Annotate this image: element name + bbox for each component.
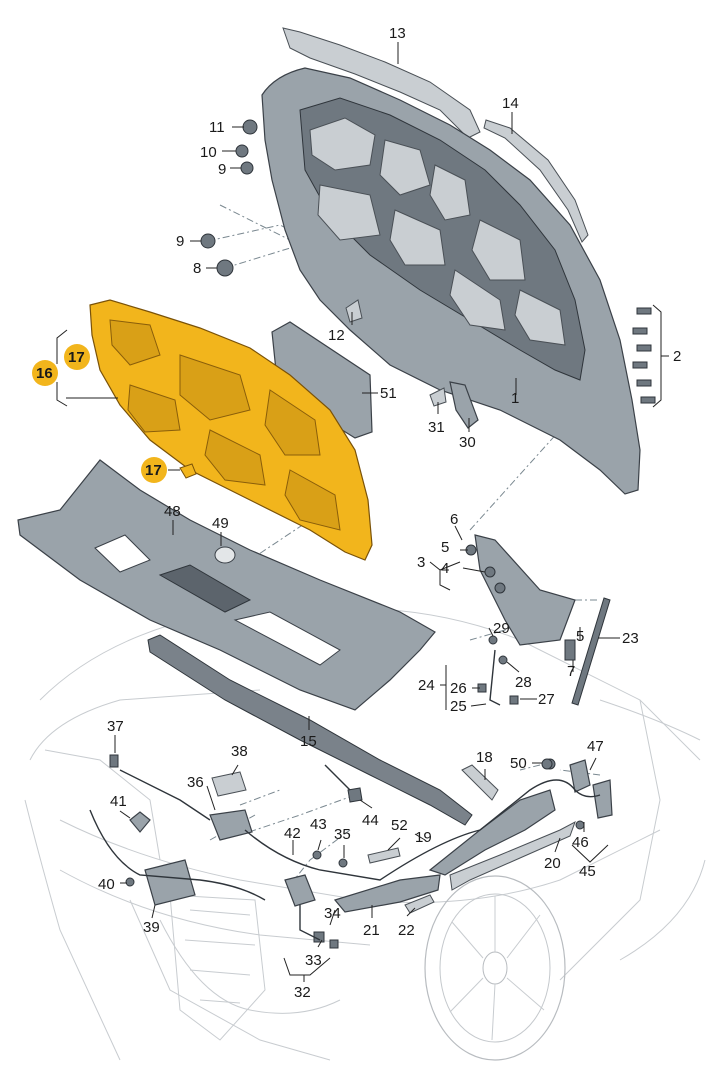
callout-36: 36 [187,774,204,791]
callout-43: 43 [310,816,327,833]
callout-24: 24 [418,677,435,694]
part-1-bonnet [261,67,641,495]
leader-lines [56,42,669,982]
car-body-outline [24,607,706,1061]
callout-12: 12 [328,327,345,344]
lower-parts [89,754,613,949]
callout-50: 50 [510,755,527,772]
callout-30: 30 [459,434,476,451]
callout-2: 2 [673,348,681,365]
callout-23: 23 [622,630,639,647]
fasteners-upper [200,119,479,429]
callout-16: 16 [36,365,53,382]
callout-5b: 5 [576,628,584,645]
callout-49: 49 [212,515,229,532]
callout-29: 29 [493,620,510,637]
callout-45: 45 [579,863,596,880]
callout-26: 26 [450,680,467,697]
callout-14: 14 [502,95,519,112]
highlight-badge-17b [141,457,167,483]
callout-52: 52 [391,817,408,834]
callout-32: 32 [294,984,311,1001]
callout-5a: 5 [441,539,449,556]
callout-labels: 13 14 11 10 9 9 8 12 51 1 31 30 2 17 16 … [32,25,681,1001]
callout-1: 1 [511,390,519,407]
callout-9a: 9 [218,161,226,178]
part-16-hood-insulation [89,299,373,561]
callout-11: 11 [209,119,225,136]
part-48-plenum-panel [17,459,436,711]
callout-10: 10 [200,144,217,161]
callout-37: 37 [107,718,124,735]
callout-35: 35 [334,826,351,843]
callout-21: 21 [363,922,380,939]
callout-51: 51 [380,385,397,402]
part-23-gas-strut [571,597,611,706]
callout-6: 6 [450,511,458,528]
parts-24-29 [477,635,519,706]
part-2-bolt-set [632,307,656,404]
callout-19: 19 [415,829,432,846]
front-grille [169,894,266,1041]
callout-39: 39 [143,919,160,936]
callout-33: 33 [305,952,322,969]
callout-27: 27 [538,691,555,708]
part-14-side-seal [483,119,589,243]
hinge-assembly [465,534,576,661]
callout-46: 46 [572,834,589,851]
callout-17a: 17 [68,349,85,366]
part-13-seal-strip [282,27,481,139]
callout-8: 8 [193,260,201,277]
callout-20: 20 [544,855,561,872]
callout-13: 13 [389,25,406,42]
highlight-badge-17a [64,344,90,370]
part-49-cap [214,546,236,564]
callout-40: 40 [98,876,115,893]
part-17-clip [179,463,197,479]
callout-47: 47 [587,738,604,755]
callout-41: 41 [110,793,127,810]
callout-34: 34 [324,905,341,922]
callout-4: 4 [441,560,449,577]
highlight-badge-16 [32,360,58,386]
callout-48: 48 [164,503,181,520]
callout-25: 25 [450,698,467,715]
callout-28: 28 [515,674,532,691]
callout-15: 15 [300,733,317,750]
callout-22: 22 [398,922,415,939]
callout-3: 3 [417,554,425,571]
callout-44: 44 [362,812,379,829]
part-15-seal-strip [147,634,473,826]
callout-9b: 9 [176,233,184,250]
callout-17b: 17 [145,462,162,479]
callout-38: 38 [231,743,248,760]
callout-42: 42 [284,825,301,842]
callout-7: 7 [567,663,575,680]
front-wheel [424,875,566,1061]
callout-31: 31 [428,419,445,436]
callout-18: 18 [476,749,493,766]
